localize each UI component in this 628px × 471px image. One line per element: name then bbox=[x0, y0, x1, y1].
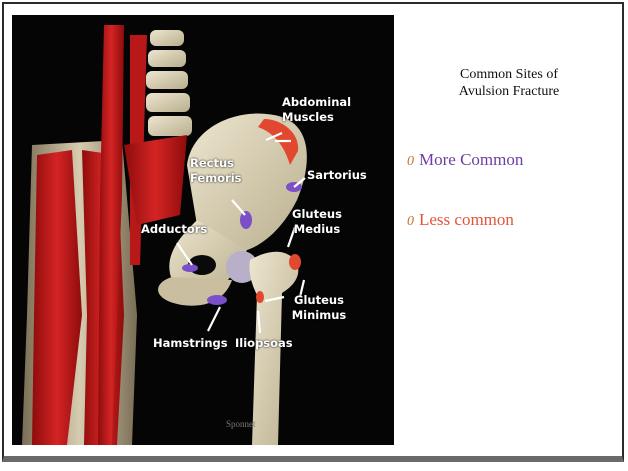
bullet-marker: 0 bbox=[407, 154, 414, 169]
label-rectus-femoris: Rectus Femoris bbox=[190, 156, 242, 186]
bullet-marker: 0 bbox=[407, 214, 414, 229]
site-hamstrings bbox=[207, 295, 227, 305]
site-gluteus-medius bbox=[289, 254, 301, 270]
bullet-less-common: 0 Less common bbox=[407, 210, 514, 230]
spine bbox=[146, 30, 192, 136]
label-abdominal-muscles: Abdominal Muscles bbox=[282, 95, 351, 125]
label-iliopsoas: Iliopsoas bbox=[235, 336, 293, 351]
label-gluteus-medius: Gluteus Medius bbox=[272, 207, 362, 237]
site-gluteus-minimus bbox=[256, 291, 264, 303]
bullet-more-common: 0 More Common bbox=[407, 150, 523, 170]
label-hamstrings: Hamstrings bbox=[153, 336, 228, 351]
label-adductors: Adductors bbox=[141, 222, 207, 237]
slide-title: Common Sites of Avulsion Fracture bbox=[398, 66, 620, 100]
pelvis-illustration: Abdominal Muscles Rectus Femoris Sartori… bbox=[12, 15, 394, 445]
left-thigh-muscles bbox=[22, 25, 147, 445]
site-rectus-femoris bbox=[240, 211, 252, 229]
bullet-text: More Common bbox=[419, 150, 523, 169]
site-adductors bbox=[182, 264, 198, 272]
label-sartorius: Sartorius bbox=[307, 168, 367, 183]
label-gluteus-minimus: Gluteus Minimus bbox=[274, 293, 364, 323]
watermark: Sponnet bbox=[226, 419, 256, 429]
bullet-text: Less common bbox=[419, 210, 514, 229]
